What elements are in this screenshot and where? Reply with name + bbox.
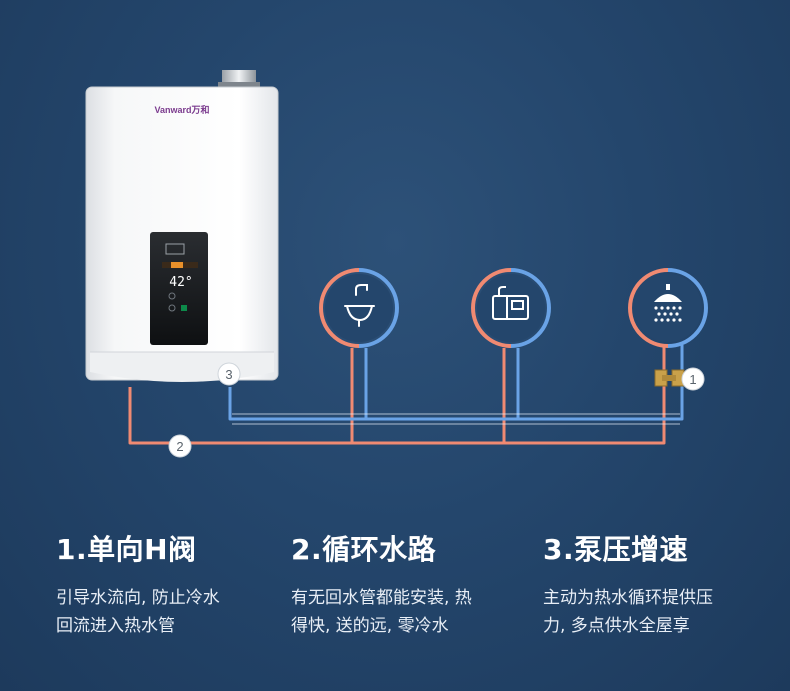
feature-desc-line: 引导水流向, 防止冷水 bbox=[56, 588, 220, 608]
marker-1-label: 1 bbox=[689, 372, 696, 387]
temperature-display: 42° bbox=[169, 275, 192, 290]
feature-circulation: 2.循环水路 有无回水管都能安装, 热 得快, 送的远, 零冷水 bbox=[291, 528, 521, 640]
marker-3-label: 3 bbox=[225, 367, 232, 382]
control-panel bbox=[150, 232, 208, 345]
plumbing-diagram: Vanward万和 42° bbox=[85, 70, 708, 458]
pipe-highlights bbox=[232, 413, 680, 425]
feature-desc-line: 力, 多点供水全屋享 bbox=[543, 616, 690, 636]
marker-3 bbox=[217, 362, 241, 386]
sink-fixture bbox=[319, 268, 399, 348]
kitchen-cabinet-icon bbox=[492, 286, 529, 320]
shower-icon bbox=[654, 284, 682, 322]
sink-icon bbox=[344, 284, 375, 327]
feature-title: 3.泵压增速 bbox=[543, 533, 689, 566]
feature-desc-line: 回流进入热水管 bbox=[56, 616, 175, 636]
feature-title: 2.循环水路 bbox=[291, 533, 437, 566]
marker-2 bbox=[168, 434, 192, 458]
marker-2-label: 2 bbox=[176, 439, 183, 454]
exhaust-pipe bbox=[218, 70, 260, 90]
h-valve bbox=[654, 369, 685, 387]
brand-logo: Vanward万和 bbox=[154, 104, 209, 115]
feature-desc-line: 有无回水管都能安装, 热 bbox=[291, 588, 472, 608]
feature-h-valve: 1.单向H阀 引导水流向, 防止冷水 回流进入热水管 bbox=[56, 528, 286, 640]
feature-desc-line: 得快, 送的远, 零冷水 bbox=[291, 616, 449, 636]
feature-desc-line: 主动为热水循环提供压 bbox=[543, 588, 713, 608]
feature-title: 1.单向H阀 bbox=[56, 533, 197, 566]
marker-1 bbox=[681, 367, 705, 391]
feature-pump-boost: 3.泵压增速 主动为热水循环提供压 力, 多点供水全屋享 bbox=[543, 528, 773, 640]
cold-water-pipes bbox=[228, 348, 684, 421]
